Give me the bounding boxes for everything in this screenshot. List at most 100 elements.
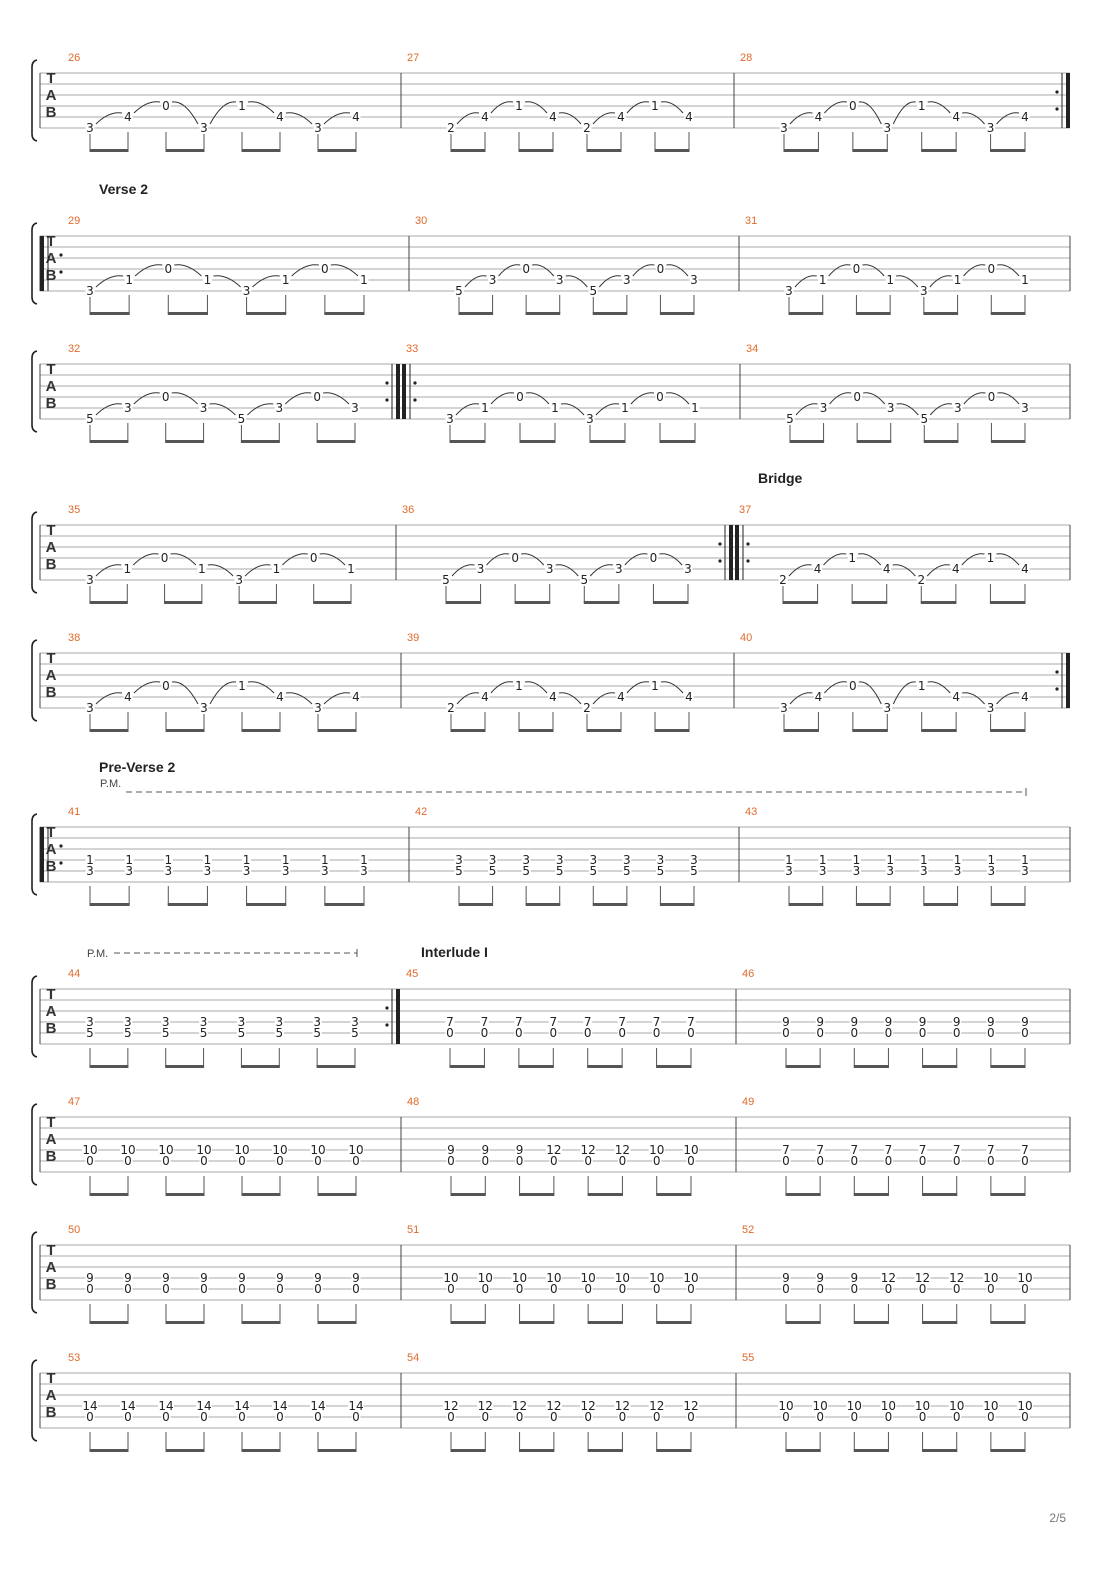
slur-arc (962, 692, 985, 705)
measure-number: 52 (742, 1224, 754, 1236)
fret-number: 4 (352, 110, 360, 124)
fret-number: 0 (481, 1410, 489, 1424)
tab-clef-letter: T (46, 1370, 55, 1387)
beam (587, 1193, 623, 1196)
fret-number: 12 (615, 1399, 630, 1413)
fret-mask (1020, 563, 1030, 575)
fret-number: 0 (200, 1154, 208, 1168)
fret-mask (1020, 402, 1030, 414)
slur-arc (789, 692, 813, 705)
fret-mask (650, 100, 660, 112)
beam (317, 1193, 357, 1196)
beam (990, 1449, 1026, 1452)
fret-number: 10 (683, 1271, 698, 1285)
slur-arc (252, 275, 280, 288)
slur-arc (498, 264, 521, 277)
slur-arc (95, 692, 123, 705)
fret-number: 10 (196, 1143, 211, 1157)
slur-arc (524, 101, 548, 114)
fret-mask (545, 1272, 562, 1284)
beam (317, 729, 357, 732)
fret-number: 1 (282, 853, 290, 867)
fret-number: 7 (782, 1143, 790, 1157)
fret-mask (617, 1027, 627, 1039)
slur-arc (456, 692, 480, 705)
repeat-dot (1055, 107, 1059, 111)
slur-arc (284, 392, 312, 405)
slur-arc (996, 553, 1020, 566)
fret-mask (549, 1411, 559, 1423)
fret-mask (686, 1016, 696, 1028)
fret-mask (123, 111, 133, 123)
repeat-dot (59, 861, 63, 865)
fret-mask (883, 1411, 893, 1423)
fret-number: 3 (522, 853, 530, 867)
fret-number: 1 (123, 562, 131, 576)
fret-number: 4 (883, 562, 891, 576)
fret-mask (549, 1155, 559, 1167)
system-bracket (31, 975, 38, 1058)
fret-number: 3 (477, 562, 485, 576)
beam (782, 601, 819, 604)
beam (89, 903, 130, 906)
fret-number: 0 (352, 1282, 360, 1296)
slur-arc (927, 681, 951, 694)
fret-mask (480, 1411, 490, 1423)
slur-arc (963, 392, 986, 405)
beam (246, 312, 287, 315)
fret-mask (648, 1400, 665, 1412)
slur-arc (291, 264, 319, 277)
beam (525, 312, 561, 315)
fret-number: 1 (515, 99, 523, 113)
fret-mask (202, 274, 212, 286)
fret-mask (346, 563, 356, 575)
fret-number: 0 (1021, 1154, 1029, 1168)
fret-number: 10 (234, 1143, 249, 1157)
measure-number: 40 (740, 632, 752, 644)
fret-number: 4 (124, 690, 132, 704)
fret-mask (885, 854, 895, 866)
slur-arc (794, 275, 817, 288)
fret-number: 2 (447, 121, 455, 135)
slur-arc (282, 553, 308, 566)
measure-number: 27 (407, 52, 419, 64)
fret-number: 7 (687, 1015, 695, 1029)
fret-mask (521, 865, 531, 877)
tab-system: TAB4710010010010010010010010048909090120… (31, 1096, 1071, 1196)
fret-mask (237, 1155, 247, 1167)
measure-number: 26 (68, 52, 80, 64)
fret-mask (309, 552, 319, 564)
beam (89, 601, 128, 604)
fret-number: 3 (819, 864, 827, 878)
fret-mask (348, 1400, 364, 1412)
fret-number: 5 (86, 412, 94, 426)
fret-number: 5 (920, 412, 928, 426)
beam (458, 903, 494, 906)
fret-number: 3 (489, 853, 497, 867)
fret-mask (655, 865, 665, 877)
fret-number: 3 (360, 864, 368, 878)
measure-number: 50 (68, 1224, 80, 1236)
fret-mask (446, 1283, 456, 1295)
fret-number: 3 (853, 864, 861, 878)
repeat-dot (718, 559, 722, 563)
repeat-start-thick-bar (40, 827, 44, 882)
beam (313, 601, 352, 604)
fret-mask (445, 413, 455, 425)
beam (241, 729, 281, 732)
fret-number: 3 (623, 273, 631, 287)
fret-number: 0 (687, 1154, 695, 1168)
beam (324, 312, 365, 315)
fret-mask (852, 391, 862, 403)
fret-mask (350, 1027, 360, 1039)
fret-number: 5 (162, 1026, 170, 1040)
fret-number: 9 (816, 1015, 824, 1029)
fret-mask (781, 1283, 791, 1295)
fret-mask (986, 865, 996, 877)
fret-number: 0 (816, 1282, 824, 1296)
